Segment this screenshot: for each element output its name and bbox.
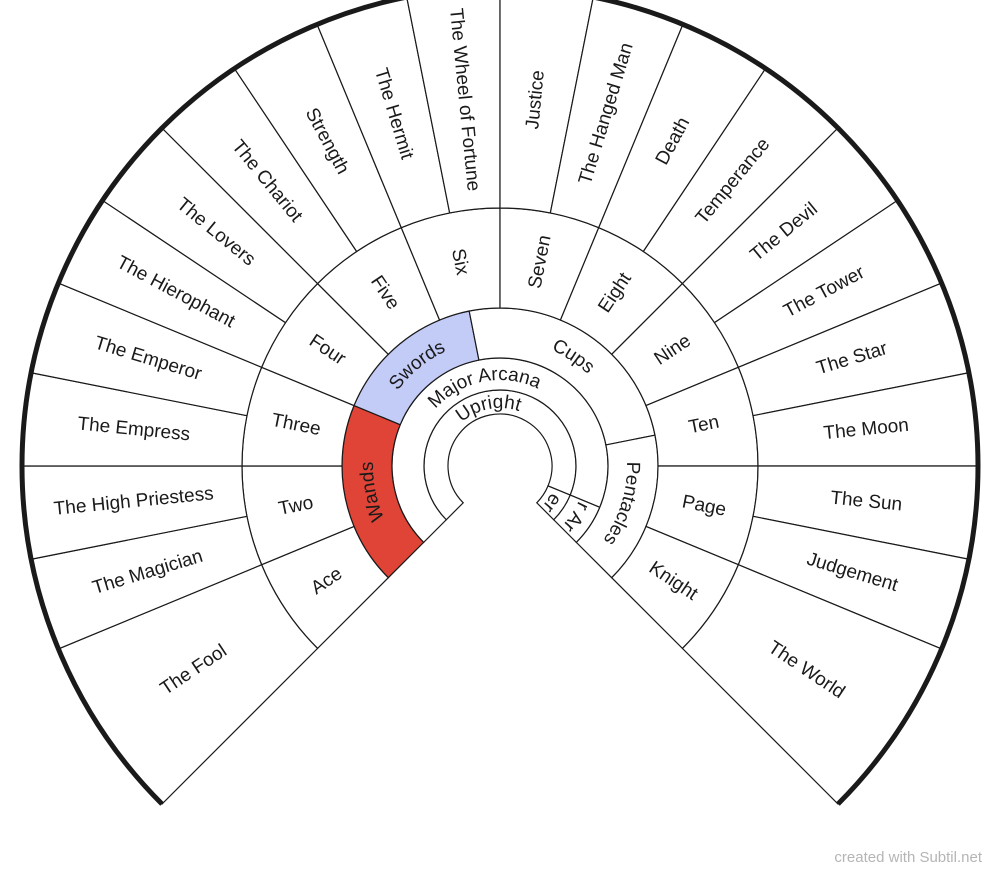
- credit-text: created with Subtil.net: [834, 849, 982, 866]
- rank-segment-label-six: Six: [447, 247, 473, 277]
- outer-rim: [19, 0, 981, 806]
- major-segment-justice: [499, 0, 594, 214]
- major-segment-the-wheel-of-fortune: [406, 0, 501, 214]
